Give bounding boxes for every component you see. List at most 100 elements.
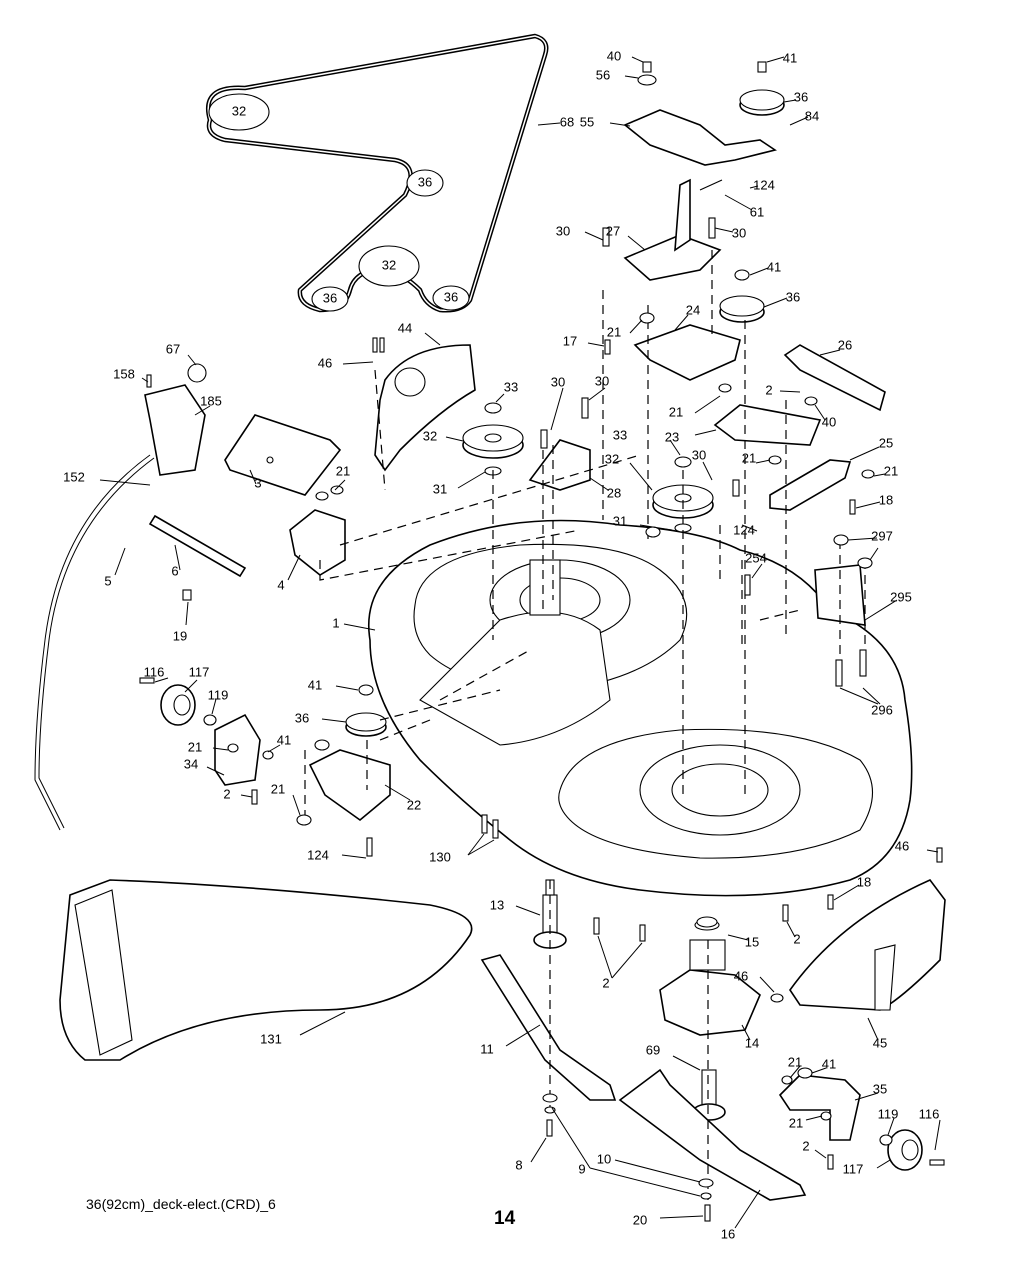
part-callout: 41 [822, 1056, 836, 1071]
part-callout: 84 [805, 108, 819, 123]
part-callout: 15 [745, 934, 759, 949]
part-callout: 2 [223, 786, 230, 801]
pulley-callout: 36 [323, 290, 337, 305]
part-callout: 21 [607, 324, 621, 339]
page-number: 14 [494, 1208, 516, 1229]
part-callout: 117 [189, 664, 210, 679]
leader-lines [99, 56, 941, 1229]
part-callout: 61 [750, 204, 764, 219]
part-callout: 8 [515, 1157, 522, 1172]
hardware-bolts [139, 217, 945, 1222]
part-callout: 21 [336, 463, 350, 478]
part-callout: 30 [551, 374, 565, 389]
part-callout: 41 [277, 732, 291, 747]
part-callout: 18 [879, 492, 893, 507]
blade-16 [618, 1068, 807, 1201]
part-callout: 41 [783, 50, 797, 65]
part-callout: 36 [295, 710, 309, 725]
part-callout: 30 [595, 373, 609, 388]
part-callout: 55 [580, 114, 594, 129]
part-callout: 26 [838, 337, 852, 352]
part-callout: 124 [753, 177, 775, 192]
part-callout: 68 [560, 114, 574, 129]
part-callout: 131 [260, 1031, 282, 1046]
pulley-callout: 32 [232, 103, 246, 118]
part-callout: 31 [613, 513, 627, 528]
bracket-23 [713, 404, 822, 446]
part-callout: 10 [597, 1151, 611, 1166]
part-callout: 30 [692, 447, 706, 462]
mower-deck-housing [368, 519, 913, 897]
pulley-callout: 32 [382, 257, 396, 272]
hardware-nuts [203, 269, 893, 1200]
part-callout: 158 [113, 366, 135, 381]
part-callout: 14 [745, 1035, 759, 1050]
alignment-lines [304, 250, 866, 1200]
part-callout: 119 [208, 687, 229, 702]
diagram-caption: 36(92cm)_deck-elect.(CRD)_6 [86, 1196, 276, 1212]
part-callout: 67 [166, 341, 180, 356]
belt-guard-44 [374, 344, 476, 472]
part-callout: 124 [733, 522, 755, 537]
part-callout: 33 [613, 427, 627, 442]
pulley-callout: 36 [418, 174, 432, 189]
part-callout: 28 [607, 485, 621, 500]
part-callout: 21 [669, 404, 683, 419]
part-callout: 25 [879, 435, 893, 450]
part-callout: 46 [734, 968, 748, 983]
bracket-28 [528, 439, 591, 491]
part-callout: 20 [633, 1212, 647, 1227]
part-callout: 18 [857, 874, 871, 889]
bracket-3 [224, 414, 342, 496]
part-callout: 116 [144, 664, 165, 679]
part-callout: 30 [732, 225, 746, 240]
part-callout: 3 [254, 475, 261, 490]
part-callout: 46 [895, 838, 909, 853]
part-callout: 4 [277, 577, 284, 592]
pulley-labels: 32 36 32 36 36 [232, 103, 458, 305]
part-callout: 295 [890, 589, 912, 604]
cable-152 [34, 454, 155, 831]
lift-rod-6 [148, 514, 247, 578]
discharge-chute-131 [59, 879, 473, 1061]
part-callout: 13 [490, 897, 504, 912]
bracket-25 [769, 459, 852, 511]
part-callout: 185 [200, 393, 222, 408]
part-callout: 1 [332, 615, 339, 630]
idler-pulley-36 [633, 295, 765, 381]
part-callout: 40 [607, 48, 621, 63]
part-callout: 2 [602, 975, 609, 990]
part-callout: 21 [788, 1054, 802, 1069]
part-callout: 21 [884, 463, 898, 478]
blade-11 [480, 954, 617, 1101]
part-callout: 41 [308, 677, 322, 692]
part-callout: 41 [767, 259, 781, 274]
bracket-22-assembly [308, 712, 391, 822]
part-callout: 296 [871, 702, 893, 717]
part-callout: 27 [606, 223, 620, 238]
part-callout: 36 [786, 289, 800, 304]
belt-pulleys [208, 93, 470, 312]
part-callout: 17 [563, 333, 577, 348]
pulley-callout: 36 [444, 289, 458, 304]
part-callout: 45 [873, 1035, 887, 1050]
part-callout: 119 [878, 1106, 899, 1121]
part-callout: 116 [919, 1106, 940, 1121]
part-callout: 32 [423, 428, 437, 443]
bracket-4 [289, 509, 346, 576]
part-callout: 21 [188, 739, 202, 754]
part-callout: 2 [765, 382, 772, 397]
switch-185 [144, 363, 207, 476]
idler-arm-assembly [623, 61, 785, 166]
part-callout: 31 [433, 481, 447, 496]
part-callout: 2 [802, 1138, 809, 1153]
part-callout: 117 [843, 1161, 864, 1176]
part-callout: 21 [789, 1115, 803, 1130]
part-callout: 35 [873, 1081, 887, 1096]
part-callout: 152 [63, 469, 85, 484]
part-callout: 33 [504, 379, 518, 394]
part-callout: 2 [793, 931, 800, 946]
part-callout: 36 [794, 89, 808, 104]
part-callout: 6 [171, 563, 178, 578]
part-callout: 21 [742, 450, 756, 465]
